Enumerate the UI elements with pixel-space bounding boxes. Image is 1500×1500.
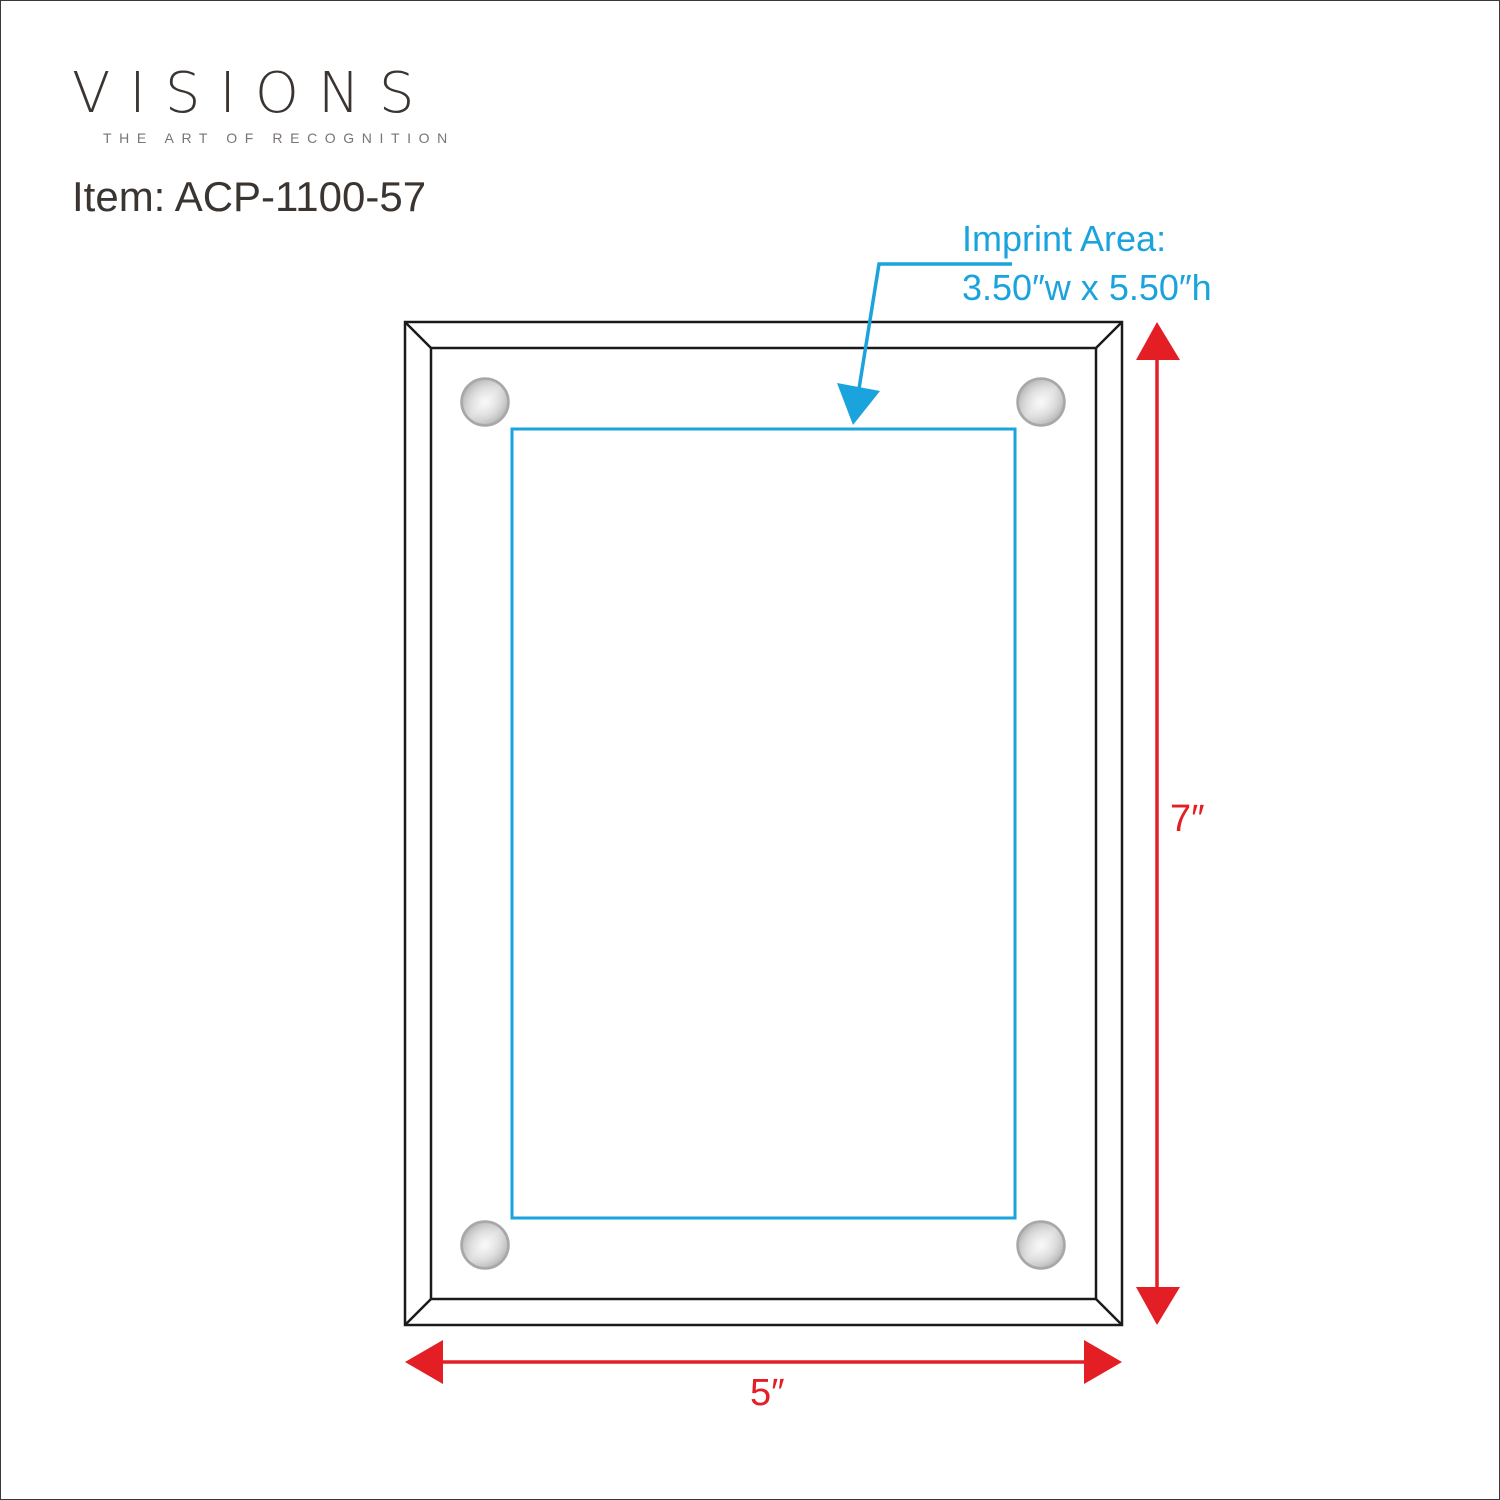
standoff-icon <box>460 377 510 427</box>
brand-logo: VISIONS <box>72 61 434 126</box>
imprint-area-dimensions: 3.50″w x 5.50″h <box>962 267 1212 308</box>
standoff-icon <box>1016 377 1066 427</box>
height-dimension-label: 7″ <box>1170 798 1205 840</box>
item-number: Item: ACP-1100-57 <box>72 173 427 220</box>
standoff-icon <box>460 1220 510 1270</box>
height-dimension-arrow-icon <box>1136 322 1180 1325</box>
width-dimension-arrow-icon <box>405 1340 1122 1384</box>
plaque-outer-edge <box>403 320 1124 1327</box>
plaque-inner-bevel <box>429 346 1098 1301</box>
standoff-icon <box>1016 1220 1066 1270</box>
imprint-leader-arrow-icon <box>837 262 1012 425</box>
width-dimension-label: 5″ <box>750 1372 785 1414</box>
imprint-area-title: Imprint Area: <box>962 218 1167 259</box>
plaque-outline <box>403 320 1124 1327</box>
imprint-area-box <box>510 427 1017 1220</box>
brand-tagline: THE ART OF RECOGNITION <box>103 130 455 146</box>
